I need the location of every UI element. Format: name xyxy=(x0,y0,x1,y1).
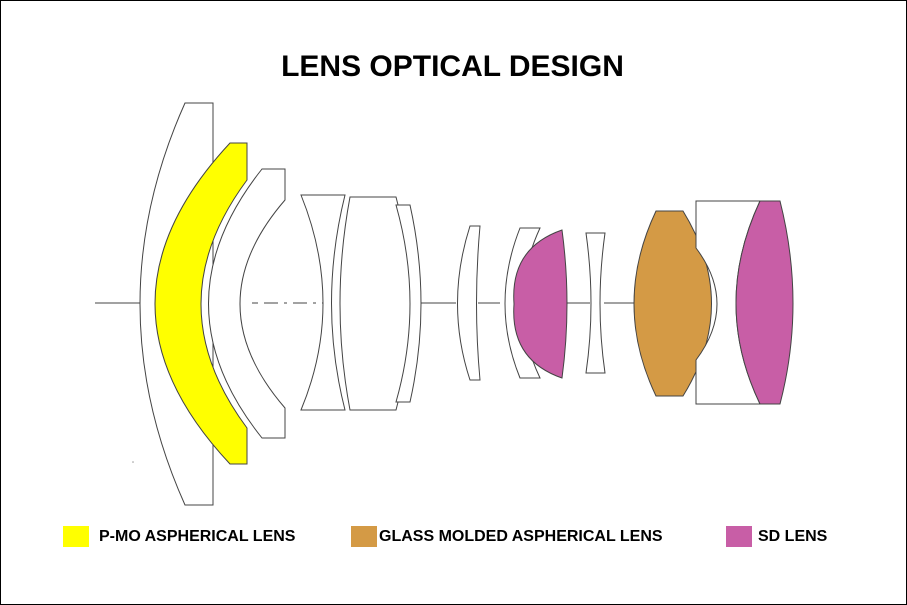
diagram-title: LENS OPTICAL DESIGN xyxy=(281,50,624,83)
lens-element-sd-2 xyxy=(735,200,794,405)
lens-element-9 xyxy=(585,232,606,374)
legend-label-glass-molded: GLASS MOLDED ASPHERICAL LENS xyxy=(379,528,663,545)
legend-swatch-sd xyxy=(726,526,752,547)
lens-element-3 xyxy=(208,168,286,439)
legend-swatch-pmo xyxy=(63,526,89,547)
lens-element-4 xyxy=(300,194,346,411)
legend-swatch-glass-molded xyxy=(351,526,377,547)
lens-element-6 xyxy=(395,204,422,403)
lens-element-5 xyxy=(339,196,411,411)
lens-element-sd-1 xyxy=(513,229,568,379)
legend-label-pmo: P-MO ASPHERICAL LENS xyxy=(99,528,296,545)
speck-mark xyxy=(132,461,134,463)
lens-element-pmo-aspherical xyxy=(154,142,248,465)
legend-label-sd: SD LENS xyxy=(758,528,828,545)
lens-element-7 xyxy=(457,225,481,381)
